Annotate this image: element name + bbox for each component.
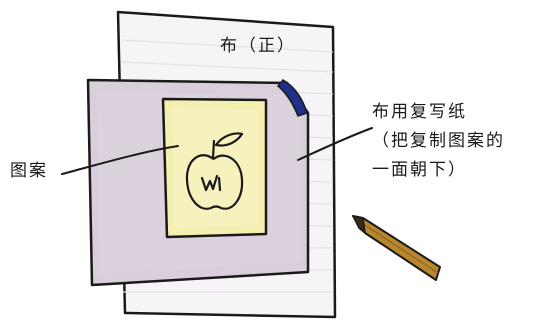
carbon-paper-label-line2: （把复制图案的 [372, 131, 505, 151]
pattern-paper [161, 97, 268, 239]
leader-lines [61, 127, 373, 175]
folded-corner [276, 79, 308, 117]
pencil-icon [352, 215, 441, 281]
carbon-paper-label-line3: 一面朝下） [372, 160, 467, 180]
pattern-leader [61, 145, 179, 175]
apple-icon [185, 132, 244, 210]
cloth-label: 布（正） [220, 36, 296, 56]
carbon-paper-leader [297, 127, 373, 161]
pattern-label: 图案 [10, 161, 48, 181]
carbon-paper-label-line1: 布用复写纸 [372, 102, 467, 122]
